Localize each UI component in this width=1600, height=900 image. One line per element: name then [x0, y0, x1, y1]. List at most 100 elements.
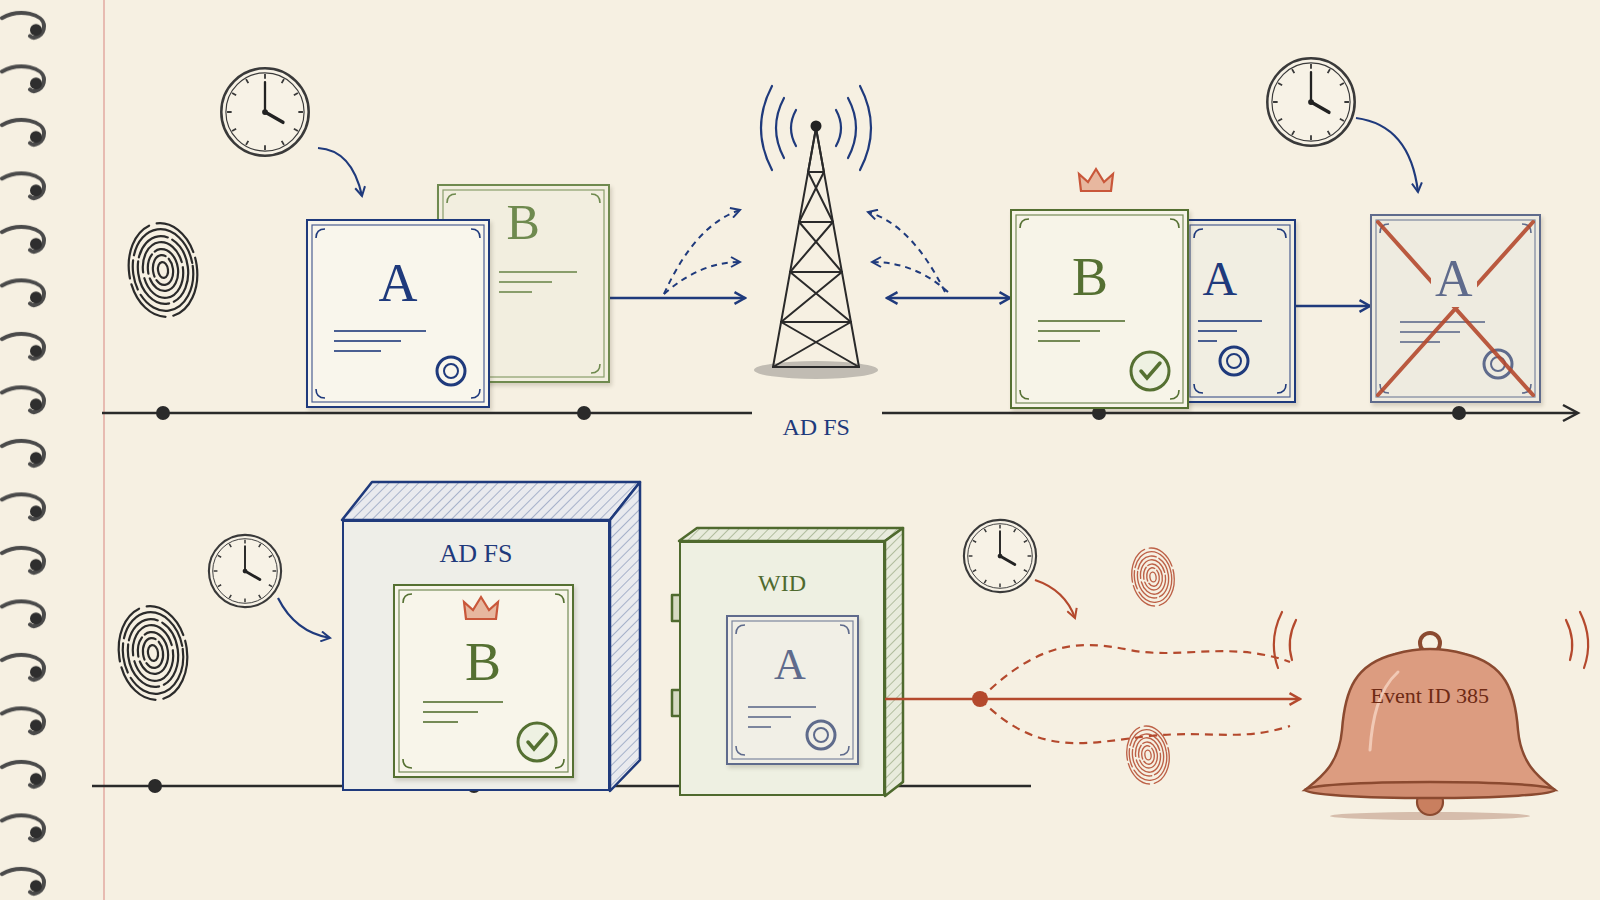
clock-icon [221, 68, 308, 155]
certificate-frame [1016, 215, 1183, 403]
frame-corner [447, 194, 456, 203]
frame-corner [555, 759, 564, 768]
tower-strut [799, 172, 824, 222]
certificate-text-line [1038, 340, 1080, 342]
tower-strut [790, 271, 842, 273]
clock-arrow [1356, 118, 1418, 192]
certificate-card: B [1010, 209, 1189, 409]
alert-trail [980, 645, 1290, 699]
timeline [1563, 405, 1578, 421]
spiral-binding [0, 0, 60, 900]
certificate-card: A [1370, 214, 1541, 403]
certificate-frame [1376, 220, 1535, 397]
timeline [882, 412, 1577, 415]
certificate-text-line [334, 340, 401, 342]
certificate-text-line [1198, 320, 1262, 322]
certificate-frame [312, 225, 484, 402]
safe-faces [679, 528, 903, 541]
tower-strut [773, 128, 816, 367]
spiral-binding [0, 0, 60, 900]
node-label: Event ID 385 [1371, 684, 1490, 708]
certificate-frame [399, 590, 568, 772]
fingerprint-red [1128, 545, 1178, 609]
certificate-text-line [499, 281, 552, 283]
signal-waves [836, 110, 841, 146]
timeline-dot [1452, 406, 1466, 420]
server-box: AD FSB [342, 520, 610, 791]
certificate-text-line [499, 271, 577, 273]
frame-corner [403, 594, 412, 603]
fingerprint [113, 219, 203, 705]
certificate-art [1184, 219, 1296, 403]
certificate-frame [732, 621, 853, 759]
timeline-dot [156, 406, 170, 420]
bell-body [1305, 649, 1555, 790]
timeline-dot [577, 406, 591, 420]
tower-strut [816, 128, 859, 367]
certificate-text-line [334, 350, 381, 352]
certificate-text-line [1400, 331, 1460, 333]
dashed-arrow [868, 212, 945, 292]
certificate-art [306, 219, 490, 408]
connector-arrow [885, 698, 1300, 700]
database-safe: WIDA [679, 541, 885, 796]
clock-icon [964, 520, 1036, 592]
certificate-text-line [423, 721, 458, 723]
tower-strut [781, 322, 859, 367]
frame-corner [1170, 219, 1179, 228]
tower-strut [816, 128, 824, 172]
tower-strut [773, 322, 851, 367]
certificate-letter: B [1072, 248, 1108, 307]
certificate-text-line [1038, 320, 1125, 322]
dashed-arrow [664, 210, 740, 294]
clock-arrow [278, 598, 330, 638]
timeline-dot [148, 779, 162, 793]
frame-corner [447, 364, 456, 373]
clock-arrow [318, 148, 362, 196]
certificate-text-line [423, 701, 503, 703]
bell-vibration [1580, 612, 1588, 668]
certificate-text-line [748, 706, 816, 708]
certificate-art [1370, 214, 1541, 403]
tower-strut [781, 272, 842, 322]
alert-trail [980, 645, 1290, 743]
signal-waves [848, 98, 856, 158]
bell-art [1300, 630, 1560, 820]
frame-corner [555, 594, 564, 603]
frame-corner [316, 389, 325, 398]
clock-icon [209, 535, 281, 607]
certificate-text-line [748, 726, 771, 728]
frame-corner [1277, 229, 1286, 238]
node-label: AD FS [440, 540, 513, 569]
certificate-letter: A [1203, 253, 1238, 306]
tower-strut [799, 222, 842, 272]
node-label: WID [758, 570, 806, 596]
dashed-arrow [872, 262, 948, 292]
certificate-text-line [1400, 341, 1440, 343]
bell-vibration [1274, 612, 1282, 668]
tower-strut [773, 366, 859, 368]
check-mark [1141, 363, 1160, 378]
certificate-seal [814, 728, 828, 742]
certificate-card: A [1184, 219, 1296, 403]
certificate-text-line [499, 291, 532, 293]
certificate-card: A [306, 219, 490, 408]
tower-strut [808, 171, 824, 173]
tower-tip [811, 121, 822, 132]
cross-out-mark [1378, 222, 1533, 395]
frame-corner [591, 364, 600, 373]
timeline [102, 412, 752, 415]
frame-corner [1020, 390, 1029, 399]
signal-waves [791, 110, 796, 146]
signal-waves [761, 86, 772, 170]
frame-corner [840, 746, 849, 755]
bell-vibration [1566, 620, 1572, 660]
fingerprint [123, 219, 203, 322]
certificate-text-line [1038, 330, 1100, 332]
certificate-seal [444, 364, 458, 378]
frame-corner [591, 194, 600, 203]
signal-waves [761, 86, 871, 170]
tower-strut [799, 221, 833, 223]
